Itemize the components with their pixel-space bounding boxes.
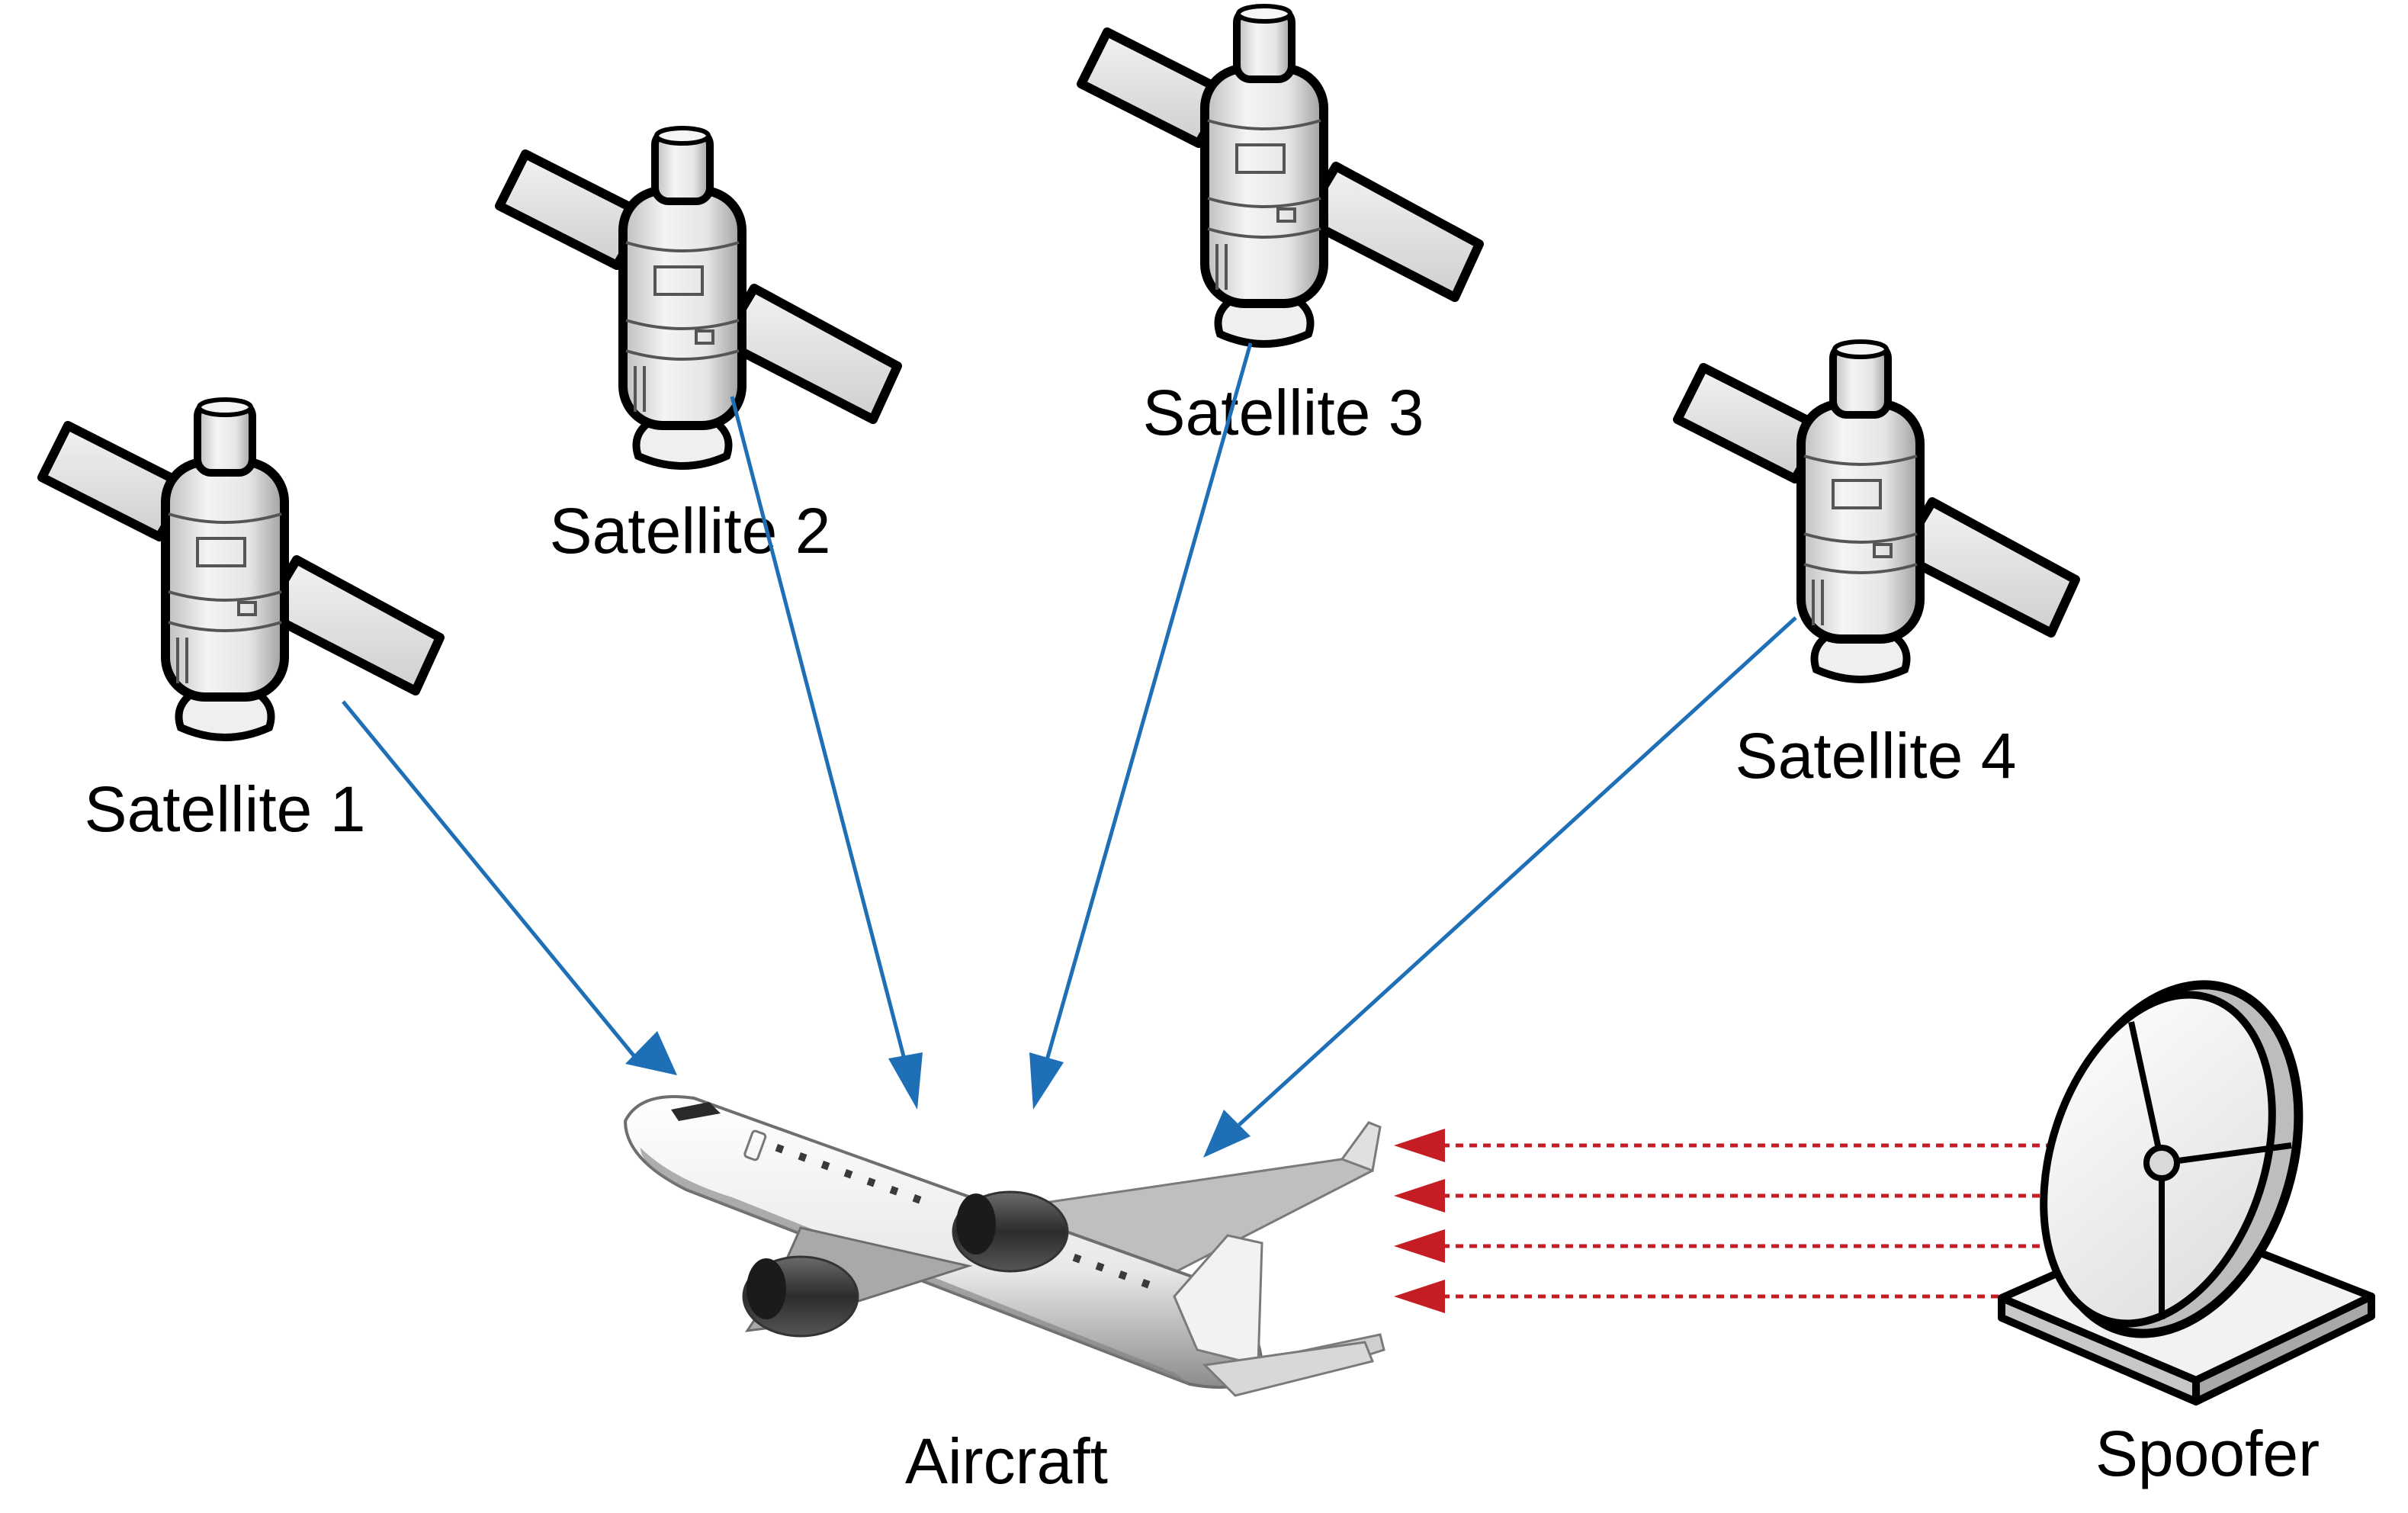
airplane-icon: [623, 1095, 1385, 1397]
satellite-1-label: Satellite 1: [85, 773, 366, 845]
arrowhead-satellite-2: [888, 1052, 923, 1110]
aircraft: Aircraft: [623, 1095, 1385, 1497]
satellite-icon: [42, 400, 440, 737]
signal-line-satellite-2: [730, 396, 906, 1057]
arrowhead-satellite-1: [625, 1031, 677, 1075]
satellite-3: Satellite 3: [1081, 6, 1479, 448]
aircraft-label: Aircraft: [905, 1425, 1108, 1497]
signal-line-satellite-4: [1238, 616, 1797, 1126]
satellite-icon: [1678, 342, 2076, 679]
spoofed-arrowhead-1: [1394, 1129, 1445, 1162]
spoofed-signal-lines: [1394, 1129, 2108, 1313]
satellite-4-label: Satellite 4: [1735, 720, 2017, 792]
satellite-2: Satellite 2: [499, 128, 897, 567]
satellite-4: Satellite 4: [1678, 342, 2076, 792]
signal-line-satellite-1: [342, 700, 642, 1065]
satellite-2-label: Satellite 2: [550, 495, 831, 567]
satellite-icon: [499, 128, 897, 466]
satellite-dish-icon: [1998, 980, 2375, 1405]
spoofed-arrowhead-3: [1394, 1229, 1445, 1263]
spoofed-arrowhead-2: [1394, 1179, 1445, 1213]
true-signal-lines: [342, 342, 1797, 1158]
satellite-1: Satellite 1: [42, 400, 440, 845]
satellite-icon: [1081, 6, 1479, 344]
arrowhead-satellite-4: [1203, 1110, 1251, 1158]
spoofer-label: Spoofer: [2095, 1418, 2320, 1489]
satellite-3-label: Satellite 3: [1143, 377, 1424, 448]
spoofed-arrowhead-4: [1394, 1280, 1445, 1313]
signal-line-satellite-3: [1045, 342, 1253, 1061]
arrowhead-satellite-3: [1029, 1052, 1064, 1110]
spoofer: Spoofer: [1998, 980, 2375, 1489]
